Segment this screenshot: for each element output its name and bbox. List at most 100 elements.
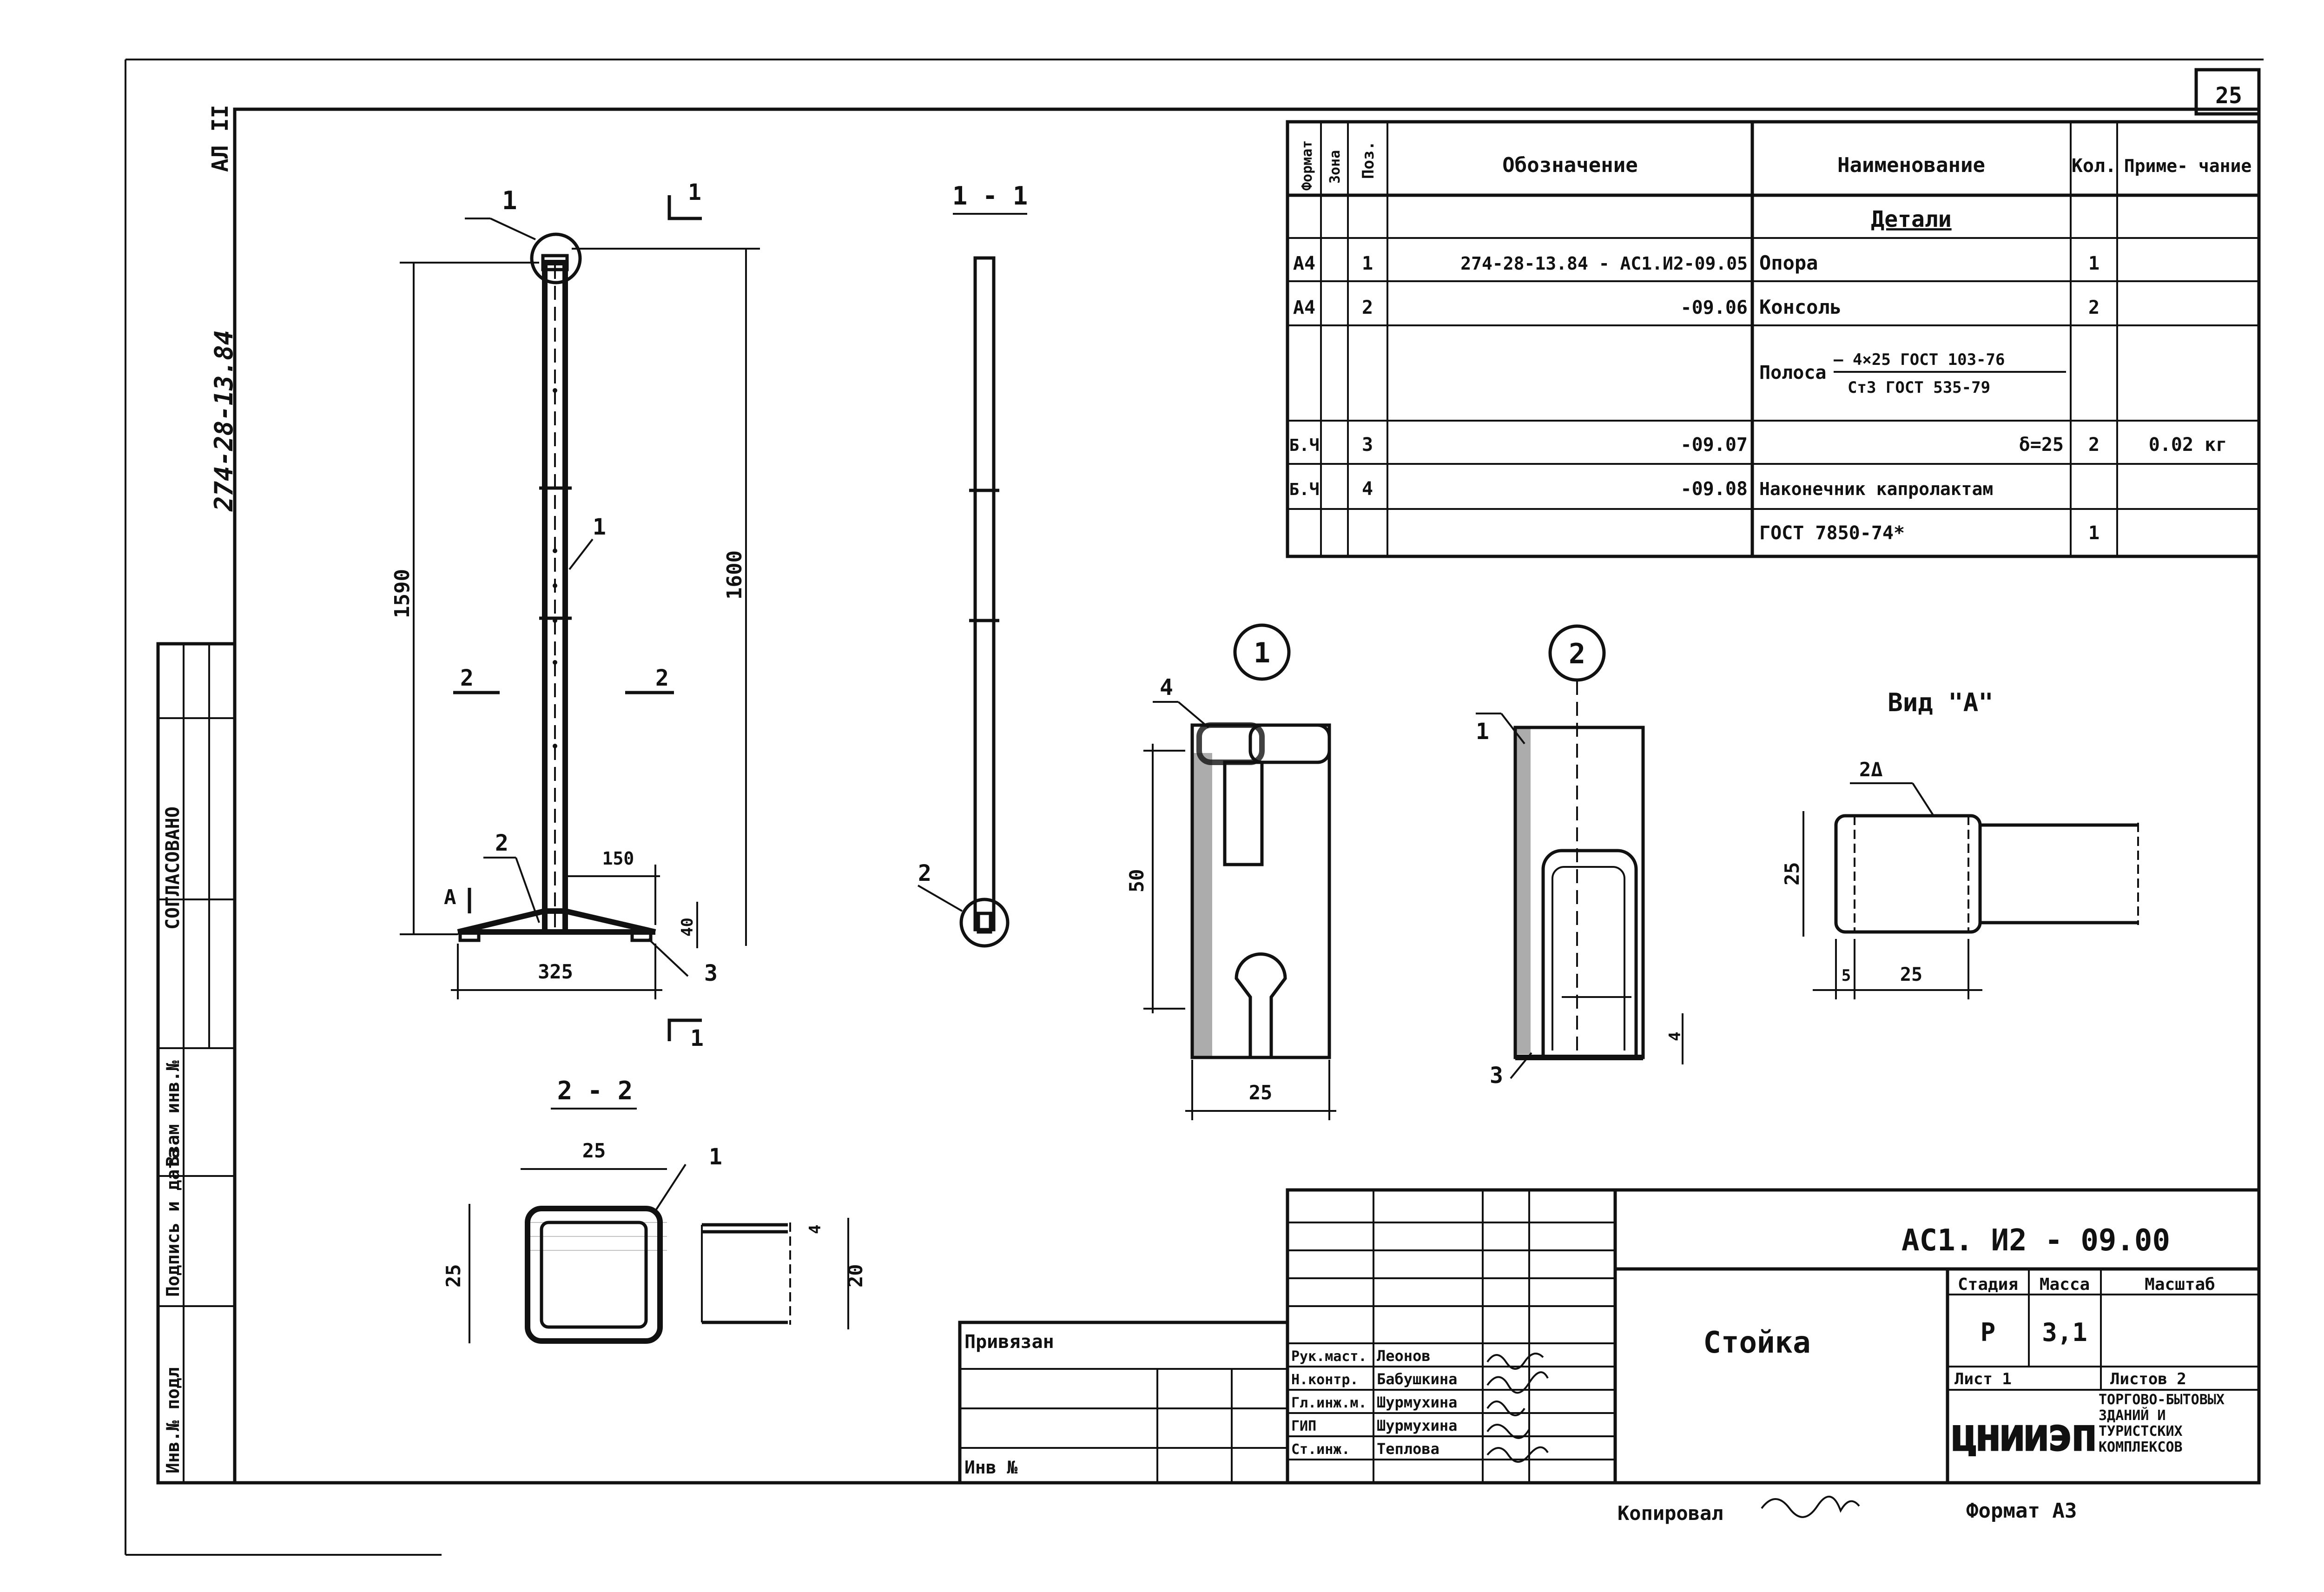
label-inv-podl: Инв.№ подл: [163, 1367, 183, 1473]
sig-role-2: Н.контр.: [1291, 1372, 1359, 1388]
pos-1-main: 1: [593, 514, 606, 540]
copier-signature: [1761, 1496, 1860, 1518]
left-doc-number: 274-28-13.84: [209, 330, 238, 512]
pos-3-main: 3: [704, 960, 718, 986]
row4-pos: 3: [1362, 434, 1373, 456]
label-vzam-inv: Взам инв.№: [163, 1060, 183, 1167]
detail-1-title: 1: [1254, 637, 1270, 669]
detail-2-view: 2 1 3 4: [1476, 624, 1684, 1089]
dim-base-325: 325: [538, 960, 573, 983]
dim-2-2-width: 25: [582, 1139, 606, 1162]
detail-2-title: 2: [1569, 638, 1585, 670]
sig-role-5: Ст.инж.: [1291, 1441, 1350, 1458]
dim-2-2-wall: 4: [806, 1225, 825, 1234]
dim-detail-1-height: 50: [1125, 869, 1148, 892]
section-2-left: 2: [460, 665, 474, 691]
dim-2-2-height: 25: [442, 1264, 465, 1288]
section-title: Детали: [1871, 206, 1951, 232]
pos-2-section: 2: [918, 860, 931, 886]
pos-1-section-2-2: 1: [709, 1144, 722, 1170]
row4-name: δ=25: [2019, 434, 2064, 456]
section-2-2-view: 2 - 2 25 25 20 4 1: [442, 1076, 867, 1344]
row5-name: Наконечник капролактам: [1759, 479, 1993, 499]
section-1-mark-top: 1: [688, 179, 701, 205]
hdr-zone: Зона: [1327, 150, 1343, 184]
row1-name: Опора: [1759, 251, 1818, 274]
dim-height-1590: 1590: [390, 569, 414, 618]
sig-name-1: Леонов: [1377, 1347, 1431, 1365]
hdr-qty: Кол.: [2072, 155, 2116, 177]
row4-note: 0.02 кг: [2149, 434, 2227, 456]
format-label: Формат А3: [1966, 1499, 2077, 1523]
row2-designation: -09.06: [1681, 297, 1748, 318]
callout-1: 1: [502, 186, 517, 215]
dim-console-150: 150: [602, 848, 634, 869]
spec-table: Формат Зона Поз. Обозначение Наименовани…: [1286, 120, 2261, 558]
org-name: ТОРГОВО-БЫТОВЫХ ЗДАНИЙ И ТУРИСТСКИХ КОМП…: [2099, 1392, 2225, 1455]
row6-name: ГОСТ 7850-74*: [1759, 522, 1905, 544]
main-elevation-view: 1 1590 1600 325 150 40 1 1 2 2: [390, 179, 760, 1051]
hdr-format: Формат: [1299, 140, 1315, 191]
view-A: Вид "А" 2Δ 25 5 25: [1781, 688, 2139, 999]
pos-3-detail-2: 3: [1490, 1063, 1503, 1089]
title-block: Привязан Инв № АС1. И2 - 09.00 Стойка Ст…: [958, 1188, 2261, 1485]
row5-pos: 4: [1362, 478, 1373, 500]
inv-no-label: Инв №: [964, 1457, 1018, 1478]
dim-view-A-left: 5: [1842, 966, 1851, 985]
pos-2-main: 2: [495, 830, 508, 856]
row1-qty: 1: [2088, 253, 2100, 274]
hdr-pos: Поз.: [1359, 141, 1378, 179]
product-name: Стойка: [1703, 1326, 1810, 1360]
section-2-2-title: 2 - 2: [557, 1076, 633, 1105]
row2-name: Консоль: [1759, 296, 1842, 318]
row3-name-prefix: Полоса: [1759, 362, 1827, 383]
copied-label: Копировал: [1618, 1502, 1723, 1525]
page-number: 25: [2215, 83, 2242, 109]
section-1-mark-bottom: 1: [690, 1025, 704, 1051]
footer: Копировал Формат А3: [1618, 1496, 2077, 1525]
row4-qty: 2: [2088, 434, 2100, 456]
sig-role-4: ГИП: [1291, 1418, 1316, 1434]
section-1-1-title: 1 - 1: [952, 181, 1028, 211]
hdr-note: Приме- чание: [2124, 156, 2252, 176]
row3-name-top: — 4×25 ГОСТ 103-76: [1834, 350, 2005, 369]
hdr-name: Наименование: [1837, 153, 1985, 177]
sig-name-5: Теплова: [1377, 1440, 1439, 1458]
section-2-right: 2: [655, 665, 669, 691]
row2-pos: 2: [1362, 297, 1373, 318]
dim-view-A-width: 25: [1900, 964, 1922, 985]
sig-name-4: Шурмухина: [1377, 1417, 1457, 1434]
org-name-box: ТОРГОВО-БЫТОВЫХ ЗДАНИЙ И ТУРИСТСКИХ КОМП…: [2099, 1392, 2225, 1455]
row2-qty: 2: [2088, 297, 2100, 318]
row5-designation: -09.08: [1681, 478, 1748, 500]
label-podpis-data: Подпись и дата: [163, 1148, 183, 1297]
pos-1-detail-2: 1: [1476, 719, 1489, 745]
view-A-title: Вид "А": [1888, 688, 1994, 717]
row3-name-bottom: Ст3 ГОСТ 535-79: [1848, 378, 1990, 397]
dim-small-40: 40: [678, 918, 697, 937]
sheet-label: Лист 1: [1954, 1370, 2012, 1388]
detail-1-view: 1 50 25 4: [1125, 623, 1336, 1120]
stage-value: Р: [1981, 1318, 1996, 1347]
agreed-label: СОГЛАСОВАНО: [162, 806, 184, 930]
sig-name-3: Шурмухина: [1377, 1394, 1457, 1411]
dim-view-A-height: 25: [1781, 862, 1803, 885]
dim-2-2-right: 20: [844, 1264, 867, 1288]
dim-detail-2-small: 4: [1666, 1032, 1684, 1041]
row2-format: А4: [1293, 297, 1315, 318]
dim-detail-1-width: 25: [1249, 1081, 1273, 1104]
sheets-total-label: Листов 2: [2110, 1370, 2186, 1388]
sig-role-1: Рук.маст.: [1291, 1348, 1367, 1365]
handwritten-signatures: [1486, 1353, 1549, 1463]
hdr-designation: Обозначение: [1502, 153, 1637, 177]
hdr-stage: Стадия: [1958, 1275, 2018, 1294]
left-code-top: АЛ II: [207, 105, 233, 172]
row6-qty: 1: [2088, 522, 2100, 544]
mass-value: 3,1: [2042, 1318, 2087, 1347]
weld-note: 2Δ: [1859, 758, 1883, 781]
privyazan-label: Привязан: [964, 1331, 1054, 1353]
dim-height-1600: 1600: [723, 550, 746, 600]
row1-pos: 1: [1362, 253, 1373, 274]
sig-role-3: Гл.инж.м.: [1291, 1395, 1367, 1411]
